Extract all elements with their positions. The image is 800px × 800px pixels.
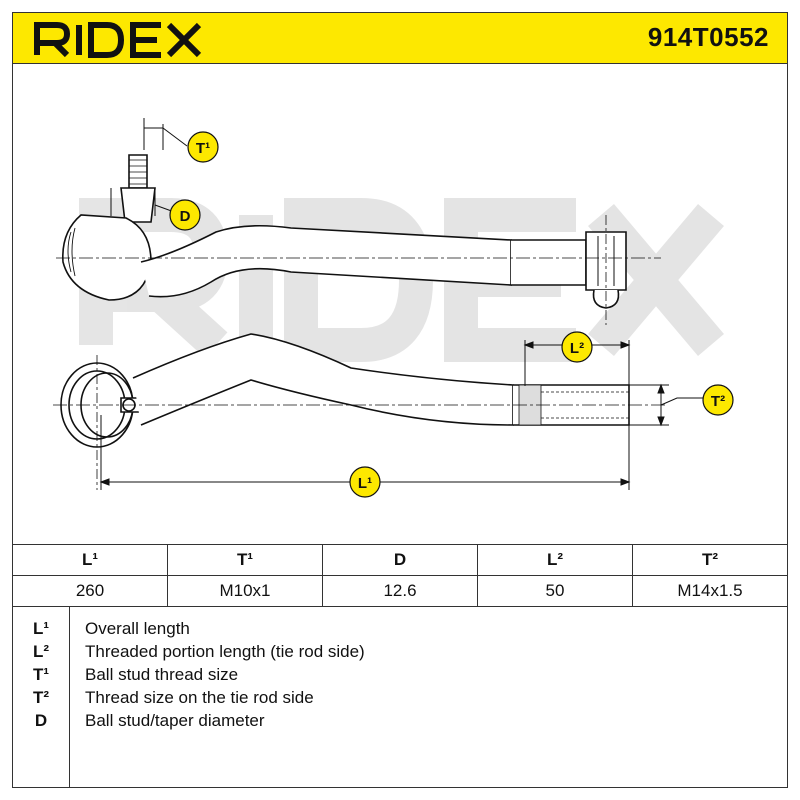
legend-item: T² Thread size on the tie rod side bbox=[13, 687, 787, 709]
legend-item: L¹ Overall length bbox=[13, 618, 787, 640]
legend-divider bbox=[69, 606, 70, 787]
legend-key: T² bbox=[32, 688, 50, 707]
t2-dimension bbox=[629, 383, 703, 427]
legend: L¹ Overall length L² Threaded portion le… bbox=[12, 606, 788, 788]
legend-key: T¹ bbox=[32, 665, 50, 684]
l1-badge: L¹ bbox=[349, 466, 381, 498]
d-badge-label: D bbox=[180, 208, 191, 225]
legend-text: Ball stud/taper diameter bbox=[85, 711, 265, 730]
t1-dimension bbox=[143, 118, 188, 150]
spec-value-t2: M14x1.5 bbox=[632, 575, 788, 607]
t2-badge: T² bbox=[702, 384, 734, 416]
legend-item: T¹ Ball stud thread size bbox=[13, 664, 787, 686]
spec-value-d: 12.6 bbox=[322, 575, 478, 607]
legend-key: D bbox=[34, 711, 48, 730]
legend-text: Thread size on the tie rod side bbox=[85, 688, 314, 707]
ridex-logo bbox=[34, 22, 202, 58]
legend-text: Overall length bbox=[85, 619, 190, 638]
spec-header-row: L¹ T¹ D L² T² bbox=[12, 544, 788, 576]
spec-header-d: D bbox=[322, 544, 478, 576]
spec-table: L¹ T¹ D L² T² 260 M10x1 12.6 50 M14x1.5 bbox=[12, 544, 788, 607]
technical-drawing: T¹ D L² T² L¹ bbox=[12, 64, 788, 544]
tie-rod-side-view bbox=[53, 333, 666, 490]
header-bar: 914T0552 bbox=[12, 12, 788, 64]
l2-badge-label: L² bbox=[570, 340, 584, 357]
spec-value-l2: 50 bbox=[477, 575, 633, 607]
spec-value-t1: M10x1 bbox=[167, 575, 323, 607]
legend-key: L¹ bbox=[32, 619, 50, 638]
legend-item: L² Threaded portion length (tie rod side… bbox=[13, 641, 787, 663]
spec-header-l2: L² bbox=[477, 544, 633, 576]
l2-dimension bbox=[523, 340, 631, 386]
t1-badge: T¹ bbox=[187, 131, 219, 163]
t1-badge-label: T¹ bbox=[196, 140, 210, 157]
tie-rod-top-view bbox=[56, 154, 661, 325]
t2-badge-label: T² bbox=[711, 393, 725, 410]
tie-rod-end-drawing: T¹ D L² T² L¹ bbox=[53, 118, 734, 498]
spec-header-t1: T¹ bbox=[167, 544, 323, 576]
l1-badge-label: L¹ bbox=[358, 475, 372, 492]
spec-value-row: 260 M10x1 12.6 50 M14x1.5 bbox=[12, 575, 788, 607]
spec-value-l1: 260 bbox=[12, 575, 168, 607]
spec-header-l1: L¹ bbox=[12, 544, 168, 576]
legend-key: L² bbox=[32, 642, 50, 661]
part-number: 914T0552 bbox=[647, 22, 769, 52]
d-badge: D bbox=[169, 199, 201, 231]
legend-text: Ball stud thread size bbox=[85, 665, 239, 684]
spec-header-t2: T² bbox=[632, 544, 788, 576]
l2-badge: L² bbox=[561, 331, 593, 363]
legend-text: Threaded portion length (tie rod side) bbox=[85, 642, 365, 661]
legend-item: D Ball stud/taper diameter bbox=[13, 710, 787, 732]
